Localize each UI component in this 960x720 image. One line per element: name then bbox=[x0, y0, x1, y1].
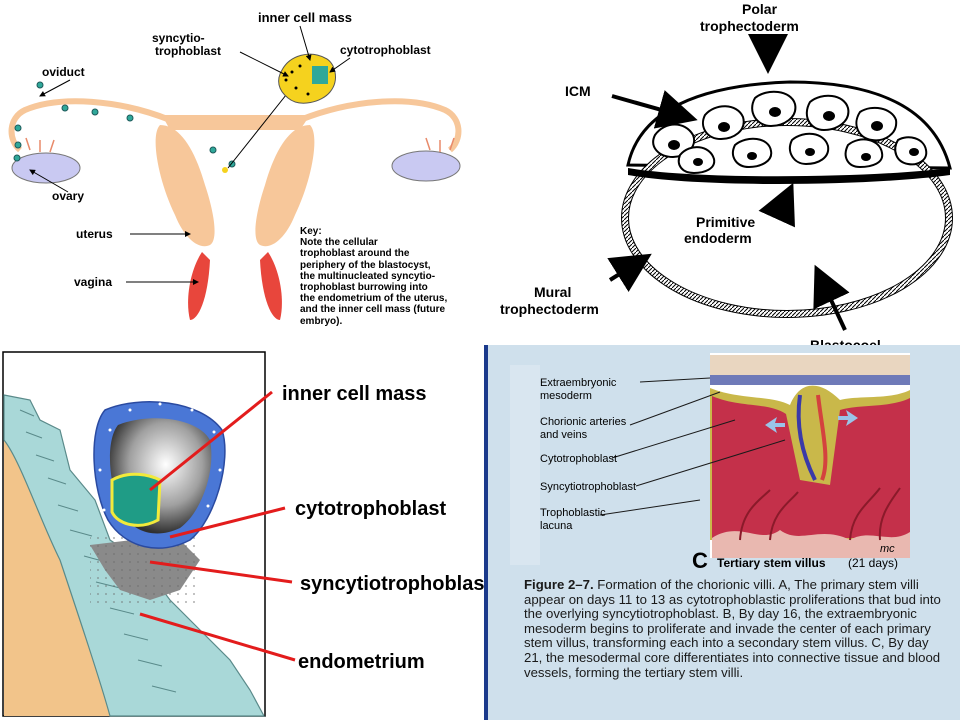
leader-extraembryonic bbox=[639, 377, 711, 383]
right-fimbriae bbox=[425, 137, 455, 152]
key-line: trophoblast around the bbox=[300, 248, 410, 260]
label-d-veins: and veins bbox=[540, 429, 588, 441]
ovary-callout bbox=[29, 169, 69, 193]
key-line: Note the cellular bbox=[300, 237, 378, 249]
arrow-primitive-endoderm bbox=[758, 182, 795, 228]
villus-vein bbox=[796, 394, 817, 481]
uterine-wall-left bbox=[155, 125, 215, 247]
label-d-mesoderm: mesoderm bbox=[540, 390, 592, 402]
villous-tissue bbox=[712, 396, 910, 538]
right-oviduct bbox=[298, 98, 462, 153]
embryo-callout-line bbox=[227, 89, 291, 169]
cyto-callout bbox=[329, 57, 351, 73]
arrow-mural bbox=[607, 253, 652, 292]
right-ovary bbox=[391, 150, 461, 182]
panel-a-key: Key: Note the cellular trophoblast aroun… bbox=[300, 226, 500, 327]
caption-text: Formation of the chorionic villi. A, The… bbox=[524, 577, 941, 680]
key-line: periphery of the blastocyst, bbox=[300, 259, 431, 271]
label-a-inner-cell-mass: inner cell mass bbox=[258, 10, 352, 25]
label-a-uterus: uterus bbox=[76, 227, 113, 241]
leader-syncytio bbox=[635, 439, 786, 487]
primitive-endoderm-layer bbox=[628, 168, 950, 185]
key-line: the endometrium of the uterus, bbox=[300, 293, 448, 305]
chorionic-vessels-band bbox=[710, 375, 910, 385]
label-b-polar-2: trophectoderm bbox=[700, 18, 799, 34]
blastocyst-inset bbox=[278, 53, 336, 104]
flow-arrows bbox=[765, 410, 858, 433]
label-a-ovary: ovary bbox=[52, 189, 84, 203]
panel-b-blastocyst: Polar trophectoderm ICM Primitive endode… bbox=[500, 1, 953, 353]
caption-label: Figure 2–7. bbox=[524, 577, 594, 592]
label-a-trophoblast: trophoblast bbox=[155, 44, 221, 58]
label-c-syncytiotrophoblast: syncytiotrophoblast bbox=[300, 573, 491, 595]
label-c-inner-cell-mass: inner cell mass bbox=[282, 383, 427, 405]
label-a-oviduct: oviduct bbox=[42, 65, 85, 79]
key-line: and the inner cell mass (future bbox=[300, 304, 446, 316]
label-d-lacuna: lacuna bbox=[540, 520, 573, 532]
panel-a-implantation-site: inner cell mass syncytio- trophoblast cy… bbox=[8, 10, 462, 320]
uterine-fundus bbox=[162, 115, 310, 130]
arrow-blastocoel bbox=[813, 264, 850, 331]
label-b-mural: Mural bbox=[534, 284, 571, 300]
panel-c-implantation-detail: inner cell mass cytotrophoblast syncytio… bbox=[2, 351, 491, 717]
label-a-vagina: vagina bbox=[74, 275, 112, 289]
key-title: Key: bbox=[300, 226, 322, 237]
label-b-icm: ICM bbox=[565, 83, 591, 99]
line-c-cyto bbox=[169, 506, 286, 539]
label-b-polar: Polar bbox=[742, 1, 778, 17]
implanting-embryo bbox=[222, 167, 228, 173]
lacuna-boundary bbox=[712, 530, 910, 558]
label-b-primitive: Primitive bbox=[696, 214, 755, 230]
villus-artery bbox=[816, 394, 828, 481]
stroma-tissue bbox=[4, 440, 110, 716]
page-spine bbox=[484, 345, 488, 720]
oviduct-callout bbox=[39, 79, 71, 97]
leader-chorionic bbox=[629, 391, 721, 426]
chorionic-plate-top bbox=[710, 355, 910, 375]
label-d-stage-title: Tertiary stem villus bbox=[717, 556, 826, 570]
line-c-syncytio bbox=[149, 560, 293, 584]
faded-text-margin bbox=[510, 365, 540, 565]
panel-d-textbook-figure: Extraembryonic mesoderm Chorionic arteri… bbox=[484, 345, 960, 720]
anchoring-villi bbox=[739, 487, 901, 541]
inner-cell-mass-detail bbox=[110, 472, 162, 527]
label-d-cyto: Cytotrophoblast bbox=[540, 453, 617, 465]
leader-lacuna bbox=[599, 499, 701, 516]
trophoblast-nuclei bbox=[98, 402, 222, 512]
icm-nuclei bbox=[668, 107, 919, 166]
uterine-wall-right bbox=[255, 125, 315, 247]
left-fimbriae bbox=[25, 137, 55, 153]
label-c-endometrium: endometrium bbox=[298, 651, 425, 673]
key-line: the multinucleated syncytio- bbox=[300, 270, 436, 282]
figure-caption: Figure 2–7. Formation of the chorionic v… bbox=[524, 577, 944, 680]
illustrator-signature: mc bbox=[880, 543, 895, 555]
leader-cyto bbox=[611, 419, 736, 459]
line-c-endometrium bbox=[139, 612, 296, 662]
icm-callout bbox=[299, 25, 312, 61]
key-line: trophoblast burrowing into bbox=[300, 282, 428, 294]
label-b-endoderm: endoderm bbox=[684, 230, 752, 246]
label-b-mural-2: trophectoderm bbox=[500, 301, 599, 317]
label-d-syncytio: Syncytiotrophoblast bbox=[540, 481, 636, 493]
label-d-extraembryonic: Extraembryonic bbox=[540, 377, 617, 389]
label-d-panel-letter: C bbox=[692, 548, 708, 573]
label-c-cytotrophoblast: cytotrophoblast bbox=[295, 498, 446, 520]
label-d-chorionic: Chorionic arteries bbox=[540, 416, 627, 428]
left-ovary bbox=[11, 152, 81, 184]
vagina-right-wall bbox=[260, 252, 282, 320]
label-d-stage-days: (21 days) bbox=[848, 556, 898, 570]
key-line: embryo). bbox=[300, 315, 343, 327]
label-a-syncytio: syncytio- bbox=[152, 31, 205, 45]
label-a-cytotrophoblast: cytotrophoblast bbox=[340, 43, 431, 57]
line-c-icm bbox=[149, 390, 273, 492]
vagina-left-wall bbox=[188, 252, 210, 320]
left-oviduct bbox=[8, 98, 172, 153]
label-d-trophoblastic: Trophoblastic bbox=[540, 507, 606, 519]
arrow-icm bbox=[611, 90, 698, 129]
syncytio-callout bbox=[239, 51, 289, 77]
